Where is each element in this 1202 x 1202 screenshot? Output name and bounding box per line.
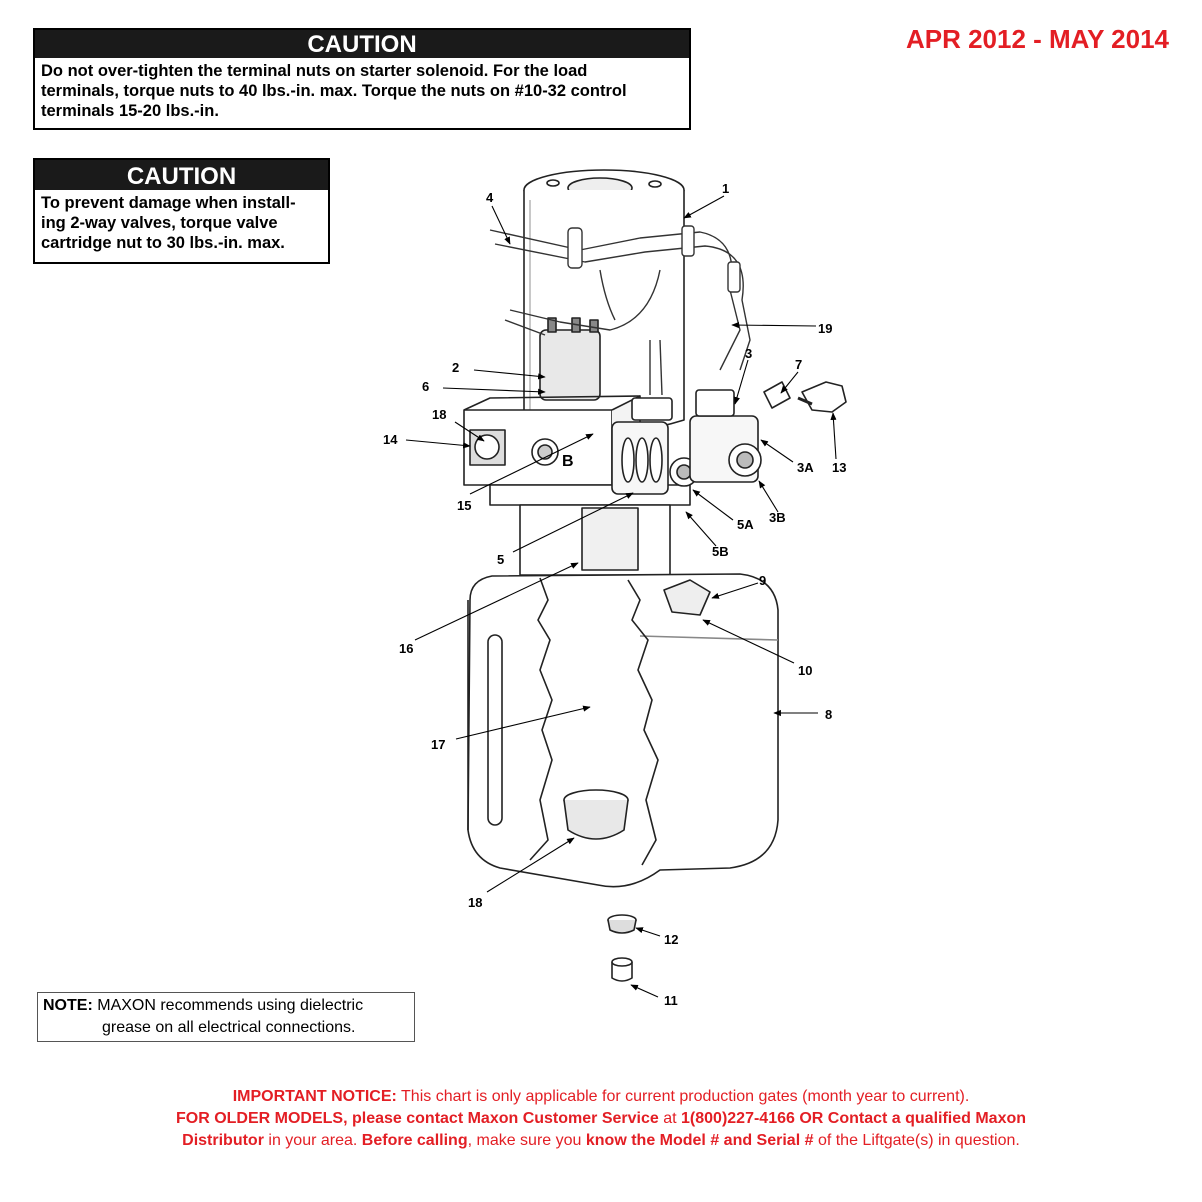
notice-text: FOR OLDER MODELS, please contact Maxon C… [175,1110,659,1127]
callout-12: 12 [664,932,678,947]
callout-9: 9 [759,573,766,588]
callout-labels: 1 4 19 3 2 7 6 18 14 3A 13 15 3B 5A 5B 5… [383,181,846,1008]
callout-11: 11 [664,993,678,1008]
caution-line: To prevent damage when install- [41,194,296,212]
pump-housing [519,504,671,790]
callout-7: 7 [795,357,802,372]
callout-6: 6 [422,379,429,394]
callout-5: 5 [497,552,504,567]
callout-16: 16 [399,641,413,656]
callout-3a: 3A [797,460,814,475]
notice-text: know the Model # and Serial # [585,1132,814,1149]
callout-1: 1 [722,181,729,196]
note-line-1: NOTE: MAXON recommends using dielectric [43,995,409,1017]
notice-text: This chart is only applicable for curren… [401,1088,970,1105]
notice-text: , make sure you [467,1132,582,1149]
caution-line: Do not over-tighten the terminal nuts on… [41,62,588,80]
caution-line: ing 2-way valves, torque valve [41,214,278,232]
callout-3b: 3B [769,510,786,525]
notice-line-2: FOR OLDER MODELS, please contact Maxon C… [0,1108,1202,1130]
note-label: NOTE: [43,997,93,1014]
callout-18-lower: 18 [468,895,482,910]
callout-13: 13 [832,460,846,475]
port-b-label: B [562,453,574,470]
caution-line: cartridge nut to 30 lbs.-in. max. [41,234,285,252]
callout-4: 4 [486,190,494,205]
date-range-label: APR 2012 - MAY 2014 [905,24,1169,54]
caution-line: terminals, torque nuts to 40 lbs.-in. ma… [41,82,627,100]
callout-17: 17 [431,737,445,752]
notice-text: of the Liftgate(s) in question. [817,1132,1020,1149]
note-text-2: grease on all electrical connections. [102,1019,356,1036]
callout-5b: 5B [712,544,729,559]
important-notice: IMPORTANT NOTICE: This chart is only app… [0,1086,1202,1152]
notice-line-1: IMPORTANT NOTICE: This chart is only app… [0,1086,1202,1108]
callout-10: 10 [798,663,812,678]
notice-line-3: Distributor in your area. Before calling… [0,1130,1202,1152]
callout-leaders [405,195,837,998]
notice-text: Distributor [182,1132,264,1149]
wire-harness [489,225,751,396]
callout-18-upper: 18 [432,407,446,422]
caution-box-valve-torque: CAUTION To prevent damage when install- … [33,158,330,264]
callout-8: 8 [825,707,832,722]
caution-text: To prevent damage when install- ing 2-wa… [35,190,328,257]
caution-box-terminal-nuts: CAUTION Do not over-tighten the terminal… [33,28,691,130]
drain-plug-parts [607,914,637,982]
caution-title: CAUTION [35,160,328,190]
solenoid-part [539,317,601,401]
callout-19: 19 [818,321,832,336]
callout-15: 15 [457,498,471,513]
notice-text: at [663,1110,677,1127]
callout-14: 14 [383,432,398,447]
notice-heading: IMPORTANT NOTICE: [232,1088,397,1105]
caution-text: Do not over-tighten the terminal nuts on… [35,58,689,125]
callout-3: 3 [745,346,752,361]
note-text-1: MAXON recommends using dielectric [97,997,364,1014]
caution-line: terminals 15-20 lbs.-in. [41,102,219,120]
fitting-parts [763,381,847,413]
notice-text: Before calling [361,1132,468,1149]
valve-assembly [611,389,762,495]
note-box: NOTE: MAXON recommends using dielectric … [37,992,415,1042]
notice-phone: 1(800)227-4166 OR Contact a qualified Ma… [681,1110,1027,1127]
callout-2: 2 [452,360,459,375]
caution-title: CAUTION [35,30,689,58]
notice-text: in your area. [268,1132,358,1149]
reservoir-tank [467,573,779,888]
callout-5a: 5A [737,517,754,532]
